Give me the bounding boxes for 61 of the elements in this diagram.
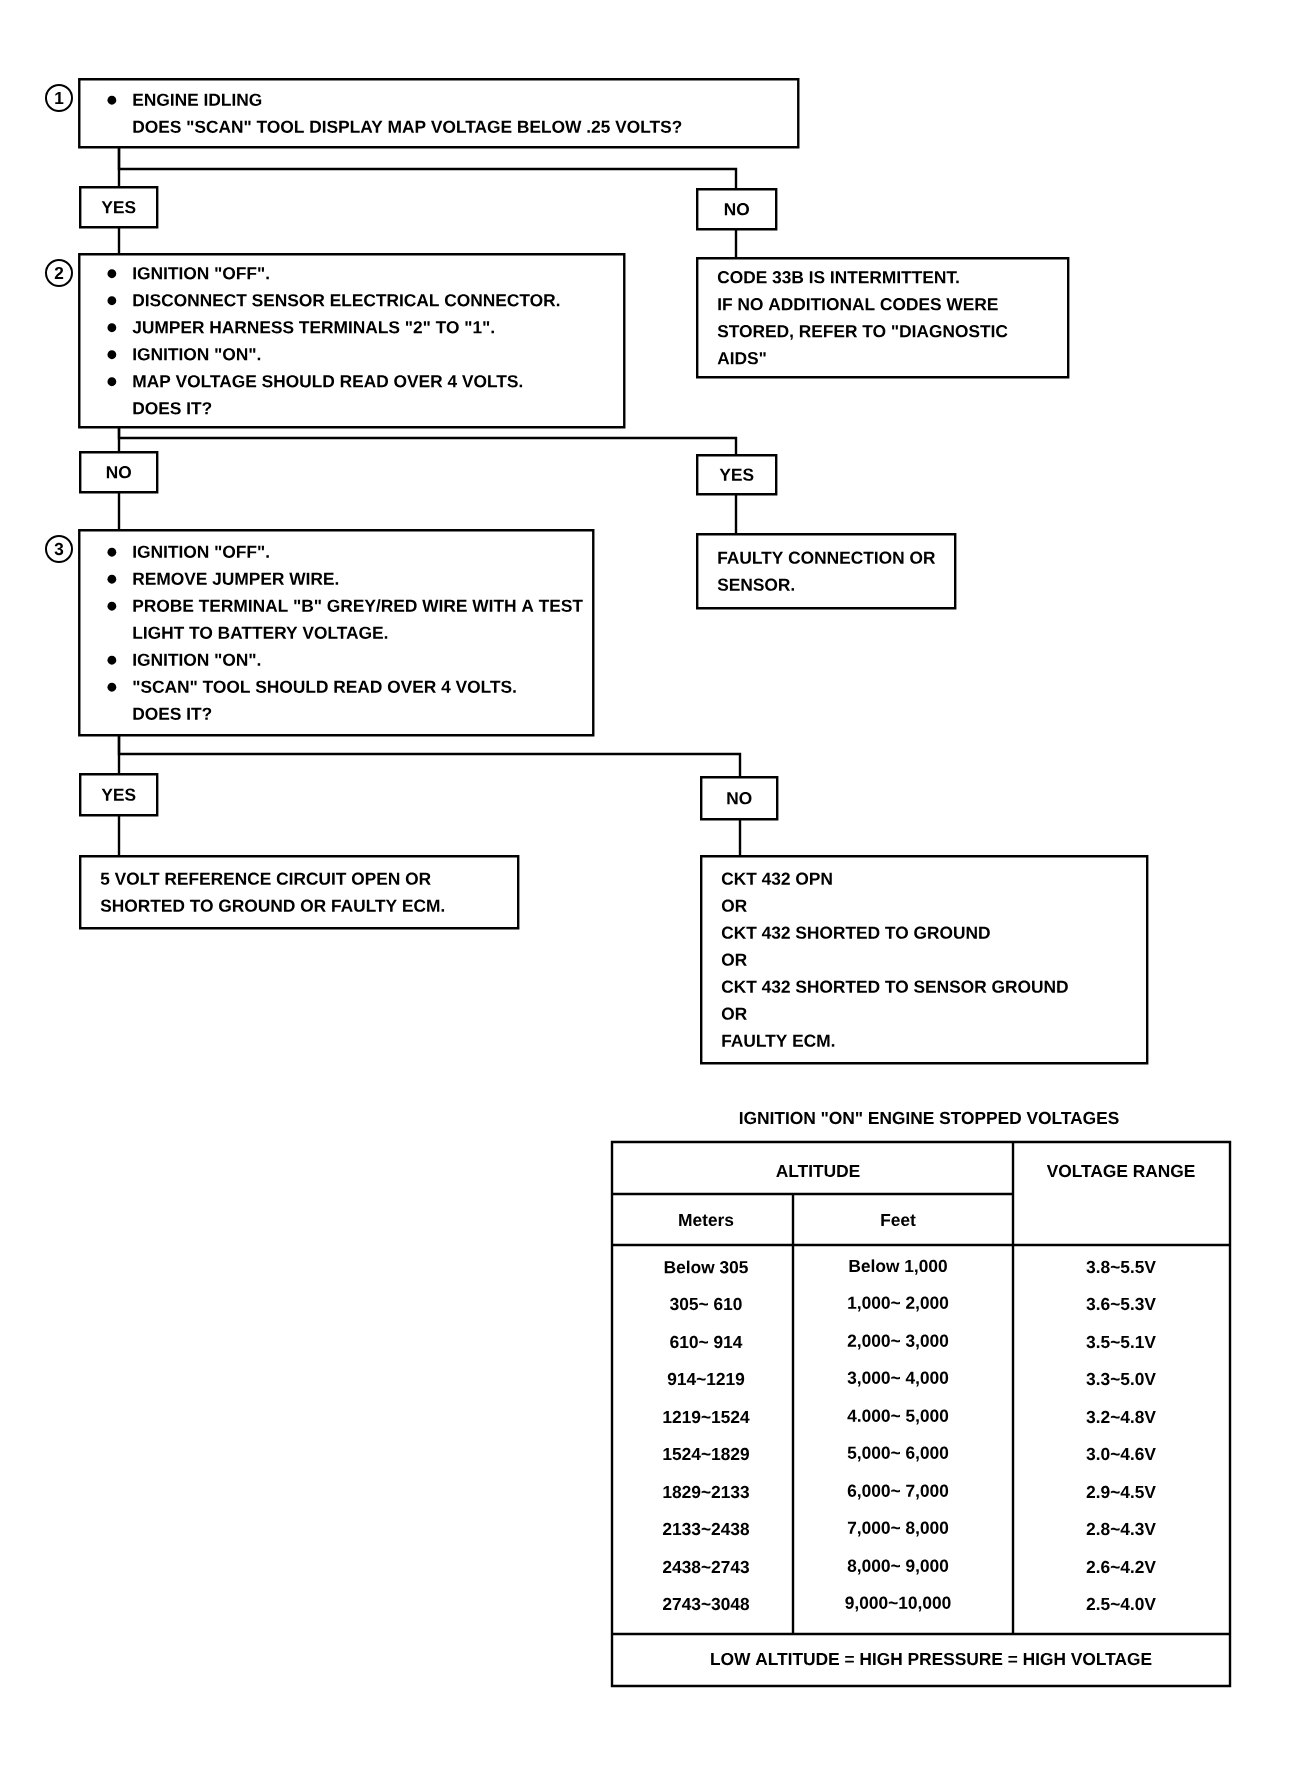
result-box: CODE 33B IS INTERMITTENT. IF NO ADDITIONAL CODES WERE STORED, REFER TO "DIAGNOSTIC AIDS"	[696, 257, 1070, 379]
table-cell: 914~1219	[667, 1372, 745, 1386]
table-cell: 6,000~ 7,000	[847, 1484, 949, 1500]
column-header: Feet	[881, 1213, 916, 1227]
answer-box: YES	[696, 454, 778, 496]
result-box: 5 VOLT REFERENCE CIRCUIT OPEN OR SHORTED TO GROUND OR FAULTY ECM.	[79, 855, 520, 930]
answer-box: NO	[696, 188, 778, 231]
table-cell: 2.5~4.0V	[1086, 1597, 1156, 1611]
column-header: Meters	[679, 1213, 734, 1227]
table-cell: 5,000~ 6,000	[847, 1446, 949, 1462]
table-cell: 3.6~5.3V	[1086, 1297, 1156, 1311]
result-box: FAULTY CONNECTION OR SENSOR.	[696, 533, 957, 610]
connector-line	[117, 226, 121, 254]
table-cell: 3,000~ 4,000	[847, 1371, 949, 1387]
table-cell: 3.3~5.0V	[1086, 1372, 1156, 1386]
table-title: IGNITION "ON" ENGINE STOPPED VOLTAGES	[739, 1111, 1119, 1125]
table-cell: 3.8~5.5V	[1086, 1260, 1156, 1274]
step-box: IGNITION "OFF". REMOVE JUMPER WIRE. PROBE TERMINAL "B" GREY/RED WIRE WITH A TEST LIGHT TO BATTERY VOLTAGE. IGNITION "ON". "SCAN" TOOL SHOULD READ OVER 4 VOLTS. DOES IT?	[78, 529, 595, 737]
step-box: ENGINE IDLING DOES "SCAN" TOOL DISPLAY MAP VOLTAGE BELOW .25 VOLTS?	[78, 78, 800, 149]
step-number: 1	[45, 84, 73, 112]
table-cell: 8,000~ 9,000	[847, 1559, 949, 1575]
table-note: LOW ALTITUDE = HIGH PRESSURE = HIGH VOLTAGE	[711, 1652, 1152, 1666]
answer-box: NO	[700, 776, 779, 821]
answer-box: YES	[79, 773, 159, 817]
table-cell: 4.000~ 5,000	[847, 1409, 949, 1425]
table-cell: 2133~2438	[663, 1522, 750, 1536]
table-cell: 9,000~10,000	[845, 1596, 951, 1612]
step-box: IGNITION "OFF". DISCONNECT SENSOR ELECTRICAL CONNECTOR. JUMPER HARNESS TERMINALS "2" TO "1". IGNITION "ON". MAP VOLTAGE SHOULD READ OVER 4 VOLTS. DOES IT?	[78, 253, 626, 429]
table-cell: 2438~2743	[663, 1560, 749, 1574]
connector-line	[117, 735, 742, 776]
table-cell: 3.0~4.6V	[1086, 1447, 1156, 1461]
column-header: ALTITUDE	[776, 1164, 860, 1178]
table-cell: Below 1,000	[849, 1259, 947, 1275]
connector-line	[734, 228, 738, 257]
step-number: 2	[45, 259, 73, 287]
table-cell: 3.5~5.1V	[1086, 1335, 1156, 1349]
connector-line	[734, 493, 738, 533]
connector-line	[738, 818, 742, 855]
connector-line	[117, 814, 121, 855]
step-number: 3	[45, 535, 73, 563]
table-cell: 2,000~ 3,000	[847, 1334, 949, 1350]
connector-line	[117, 491, 121, 530]
answer-box: NO	[79, 451, 159, 494]
connector-line	[117, 147, 738, 188]
result-box: CKT 432 OPN OR CKT 432 SHORTED TO GROUND OR CKT 432 SHORTED TO SENSOR GROUND OR FAULTY ECM.	[700, 855, 1149, 1065]
table-cell: 1219~1524	[663, 1410, 750, 1424]
connector-line	[117, 427, 738, 454]
table-cell: 1,000~ 2,000	[848, 1296, 949, 1312]
table-cell: Below 305	[664, 1260, 748, 1274]
column-header: VOLTAGE RANGE	[1046, 1164, 1195, 1178]
table-cell: 305~ 610	[670, 1297, 742, 1311]
table-cell: 2.8~4.3V	[1086, 1522, 1156, 1536]
answer-box: YES	[79, 186, 159, 229]
table-cell: 3.2~4.8V	[1086, 1410, 1156, 1424]
table-cell: 2.9~4.5V	[1086, 1485, 1156, 1499]
table-cell: 1524~1829	[663, 1447, 749, 1461]
table-cell: 610~ 914	[670, 1335, 743, 1349]
table-cell: 2.6~4.2V	[1086, 1560, 1156, 1574]
table-cell: 2743~3048	[663, 1597, 750, 1611]
table-cell: 1829~2133	[663, 1485, 749, 1499]
table-cell: 7,000~ 8,000	[847, 1521, 949, 1537]
